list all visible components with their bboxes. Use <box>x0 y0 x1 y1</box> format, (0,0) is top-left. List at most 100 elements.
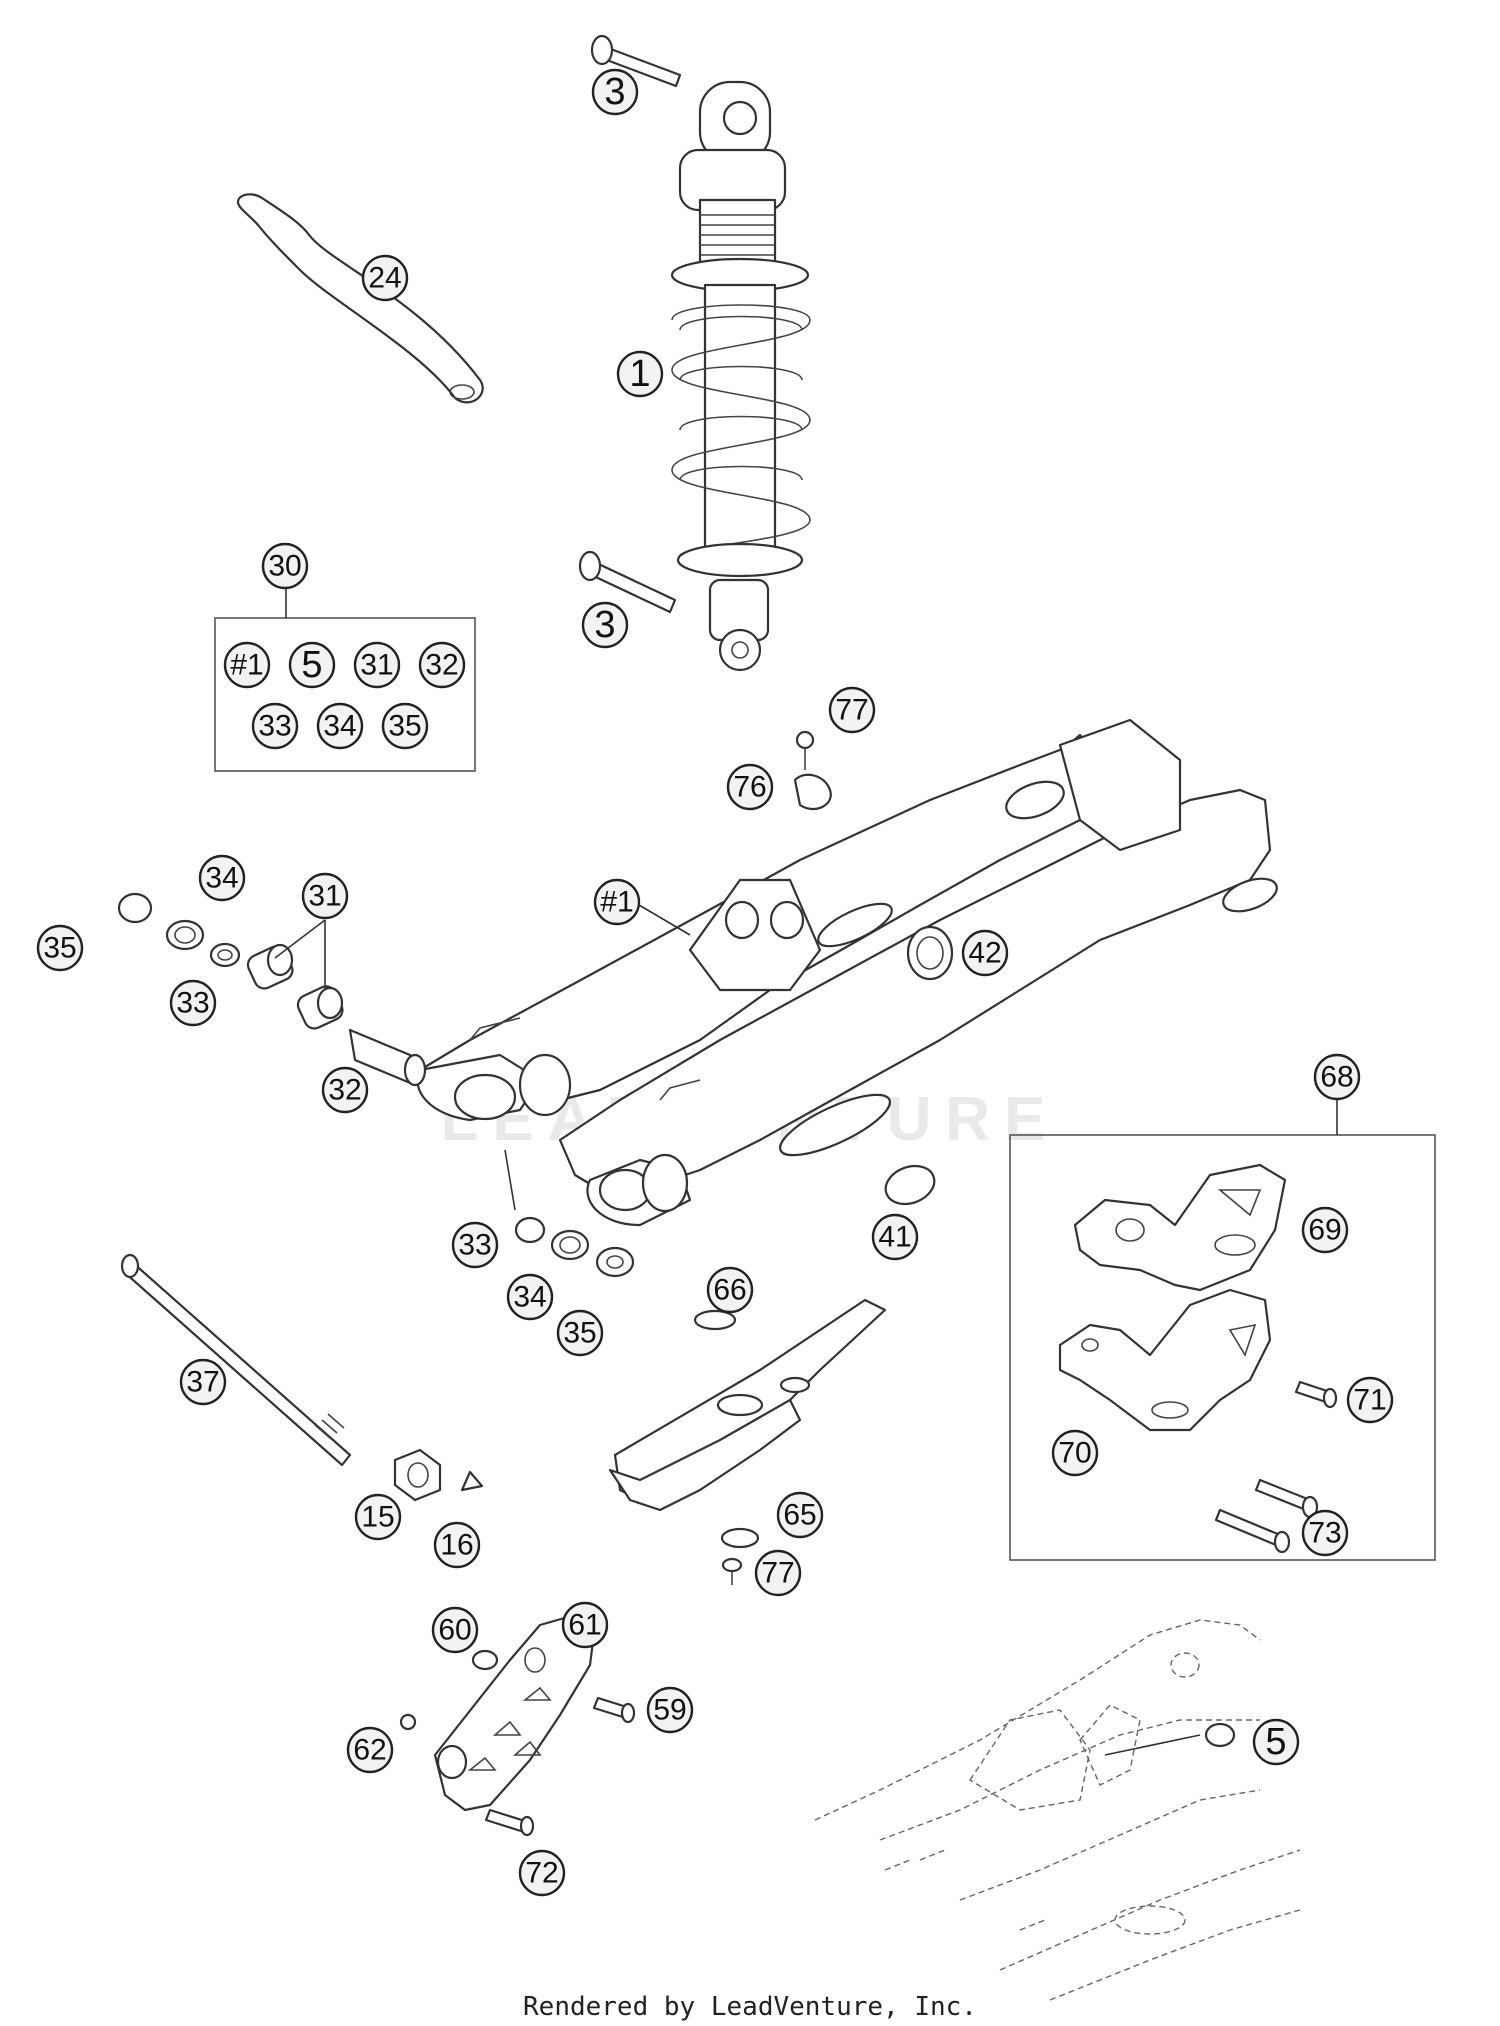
svg-text:41: 41 <box>878 1221 911 1254</box>
svg-text:73: 73 <box>1308 1517 1341 1550</box>
svg-text:34: 34 <box>323 710 356 743</box>
swingarm-axle <box>120 1253 352 1467</box>
svg-text:3: 3 <box>594 604 615 646</box>
callout-31: 31 <box>301 872 349 920</box>
hook-wrench <box>237 193 484 404</box>
callout-24: 24 <box>361 254 409 302</box>
callout-35-left: 35 <box>36 924 84 972</box>
svg-text:3: 3 <box>604 71 625 113</box>
callout-15: 15 <box>354 1493 402 1541</box>
svg-text:71: 71 <box>1353 1384 1386 1417</box>
cover-41 <box>884 1164 936 1206</box>
svg-text:68: 68 <box>1320 1061 1353 1094</box>
svg-text:1: 1 <box>629 353 650 395</box>
callout-swingarm: #1 <box>593 878 641 926</box>
svg-text:77: 77 <box>761 1557 794 1590</box>
svg-text:5: 5 <box>301 644 322 686</box>
callout-34-lower: 34 <box>506 1273 554 1321</box>
svg-text:15: 15 <box>361 1501 394 1534</box>
callout-69: 69 <box>1301 1206 1349 1254</box>
callout-65: 65 <box>776 1491 824 1539</box>
bolt-top <box>590 34 682 88</box>
callout-66: 66 <box>706 1266 754 1314</box>
callout-72: 72 <box>518 1849 566 1897</box>
bolt-71 <box>1294 1380 1338 1409</box>
shock-absorber <box>670 80 811 672</box>
svg-text:34: 34 <box>205 862 238 895</box>
screw-77-bottom <box>721 1557 743 1585</box>
footer-credit: Rendered by LeadVenture, Inc. <box>523 1992 977 2022</box>
svg-text:5: 5 <box>1265 1721 1286 1763</box>
bearing-stack-left <box>117 892 427 1087</box>
detail-inset <box>814 1619 1301 2001</box>
kit30-item-34: 34 <box>316 702 364 750</box>
svg-text:62: 62 <box>353 1734 386 1767</box>
insert-60 <box>471 1649 499 1671</box>
plug-62 <box>399 1713 417 1731</box>
callout-76: 76 <box>726 763 774 811</box>
callout-33-lower: 33 <box>451 1221 499 1269</box>
callout-3-bottom: 3 <box>581 601 629 649</box>
svg-text:69: 69 <box>1308 1214 1341 1247</box>
kit30-item-35: 35 <box>381 702 429 750</box>
callout-77-bottom: 77 <box>754 1549 802 1597</box>
callout-61: 61 <box>561 1601 609 1649</box>
callout-32: 32 <box>321 1066 369 1114</box>
chain-guide-69 <box>1073 1163 1287 1292</box>
bolt-72 <box>484 1808 535 1837</box>
callout-1: 1 <box>616 350 664 398</box>
svg-text:31: 31 <box>360 649 393 682</box>
kit30-item-33: 33 <box>251 702 299 750</box>
bracket-61 <box>433 1613 597 1812</box>
callout-77-top: 77 <box>828 686 876 734</box>
callout-42: 42 <box>961 929 1009 977</box>
kit30-item-32: 32 <box>418 641 466 689</box>
svg-text:60: 60 <box>438 1614 471 1647</box>
callout-35-lower: 35 <box>556 1309 604 1357</box>
svg-text:24: 24 <box>368 262 401 295</box>
svg-text:31: 31 <box>308 880 341 913</box>
bolts-73 <box>1214 1478 1319 1554</box>
svg-text:72: 72 <box>525 1857 558 1890</box>
callout-62: 62 <box>346 1726 394 1774</box>
callout-41: 41 <box>871 1213 919 1261</box>
svg-text:35: 35 <box>43 932 76 965</box>
callout-3-top: 3 <box>591 68 639 116</box>
bolt-59 <box>592 1696 636 1724</box>
svg-text:66: 66 <box>713 1274 746 1307</box>
svg-text:61: 61 <box>568 1609 601 1642</box>
chain-slider <box>608 1298 887 1512</box>
svg-text:70: 70 <box>1058 1437 1091 1470</box>
nut-15 <box>393 1448 442 1502</box>
svg-text:33: 33 <box>458 1229 491 1262</box>
callout-37: 37 <box>179 1358 227 1406</box>
svg-text:65: 65 <box>783 1499 816 1532</box>
cap-16 <box>460 1470 484 1492</box>
callout-59: 59 <box>646 1686 694 1734</box>
callout-70: 70 <box>1051 1429 1099 1477</box>
washer-65 <box>720 1527 760 1549</box>
svg-text:59: 59 <box>653 1694 686 1727</box>
kit30-item-5: 5 <box>288 641 336 689</box>
svg-text:35: 35 <box>388 710 421 743</box>
callout-30: 30 <box>261 542 309 590</box>
svg-text:42: 42 <box>968 937 1001 970</box>
svg-text:32: 32 <box>328 1074 361 1107</box>
clip-76 <box>793 773 832 811</box>
callout-68: 68 <box>1313 1053 1361 1101</box>
bearing-stack-lower <box>504 1149 635 1278</box>
bolt-bottom <box>578 550 677 614</box>
svg-text:35: 35 <box>563 1317 596 1350</box>
svg-text:34: 34 <box>513 1281 546 1314</box>
svg-text:33: 33 <box>258 710 291 743</box>
guide-bracket-70 <box>1058 1288 1272 1432</box>
callout-60: 60 <box>431 1606 479 1654</box>
swingarm <box>416 718 1278 1227</box>
screw-77-top <box>795 730 815 770</box>
callout-33-left: 33 <box>169 979 217 1027</box>
callout-71: 71 <box>1346 1376 1394 1424</box>
svg-text:#1: #1 <box>600 886 633 919</box>
kit-68-box <box>1009 1134 1436 1561</box>
callout-16: 16 <box>433 1521 481 1569</box>
